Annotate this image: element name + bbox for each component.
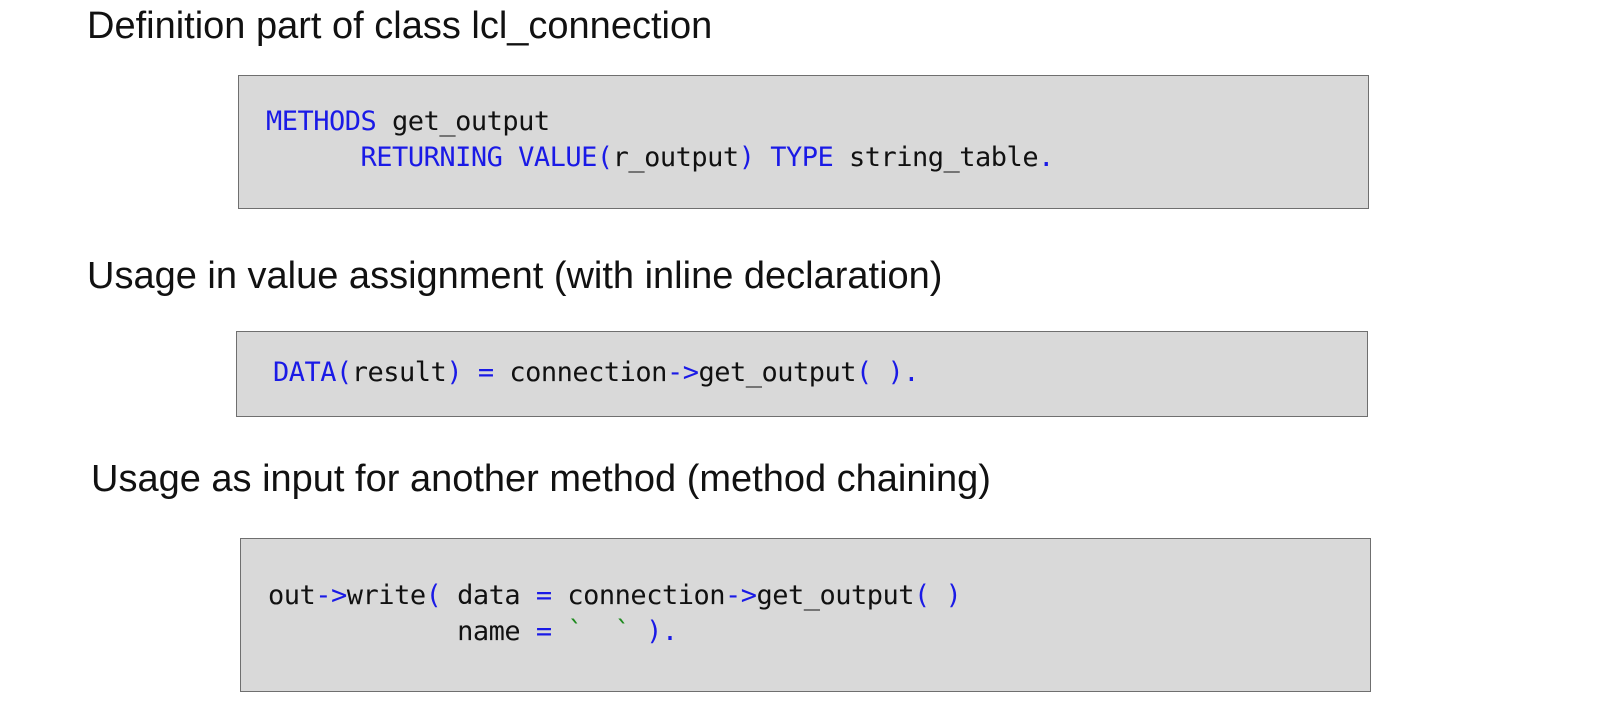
code-line: RETURNING VALUE(r_output) TYPE string_ta… xyxy=(266,140,1055,176)
code-text: get_output xyxy=(698,357,857,388)
code-keyword: -> xyxy=(315,580,347,611)
code-keyword: = xyxy=(477,357,494,388)
code-text xyxy=(266,142,361,173)
code-text: result xyxy=(351,357,447,388)
code-keyword: = xyxy=(535,616,552,647)
section-heading-definition: Definition part of class lcl_connection xyxy=(87,5,713,47)
code-text xyxy=(754,142,770,173)
code-text xyxy=(552,616,568,647)
code-text: data xyxy=(441,580,536,611)
code-keyword: -> xyxy=(666,357,699,388)
code-text: connection xyxy=(493,357,667,388)
code-keyword: ) xyxy=(446,357,463,388)
code-text: write xyxy=(346,580,426,611)
code-keyword: ) xyxy=(738,142,755,173)
section-heading-method-chaining: Usage as input for another method (metho… xyxy=(91,458,991,500)
code-keyword: = xyxy=(535,580,552,611)
code-text: connection xyxy=(551,580,725,611)
code-keyword: RETURNING VALUE( xyxy=(360,142,614,173)
code-line: DATA(result) = connection->get_output( )… xyxy=(273,355,920,391)
code-block-value-assignment: DATA(result) = connection->get_output( )… xyxy=(236,331,1368,417)
section-heading-value-assignment: Usage in value assignment (with inline d… xyxy=(87,255,943,297)
code-keyword: . xyxy=(1038,142,1054,173)
code-line: out->write( data = connection->get_outpu… xyxy=(268,578,962,614)
code-text xyxy=(630,616,646,647)
code-keyword: METHODS xyxy=(266,106,377,137)
code-block-definition: METHODS get_output RETURNING VALUE(r_out… xyxy=(238,75,1369,209)
code-text: get_output xyxy=(376,106,550,137)
code-keyword: DATA( xyxy=(273,357,352,388)
code-keyword: -> xyxy=(724,580,757,611)
code-keyword: ( ). xyxy=(856,357,920,388)
code-keyword: ( xyxy=(425,580,442,611)
code-keyword: ( ) xyxy=(914,580,962,611)
code-text: r_output xyxy=(612,142,740,173)
code-text: get_output xyxy=(756,580,915,611)
code-keyword: ). xyxy=(646,616,678,647)
code-text: name xyxy=(268,616,536,647)
code-text: out xyxy=(268,580,316,611)
code-block-method-chaining: out->write( data = connection->get_outpu… xyxy=(240,538,1371,692)
code-line: name = ` ` ). xyxy=(268,614,678,650)
code-keyword: TYPE xyxy=(770,142,834,173)
code-string-literal: ` ` xyxy=(567,616,631,647)
code-line: METHODS get_output xyxy=(266,104,550,140)
code-text xyxy=(462,357,478,388)
code-text: string_table xyxy=(833,142,1039,173)
